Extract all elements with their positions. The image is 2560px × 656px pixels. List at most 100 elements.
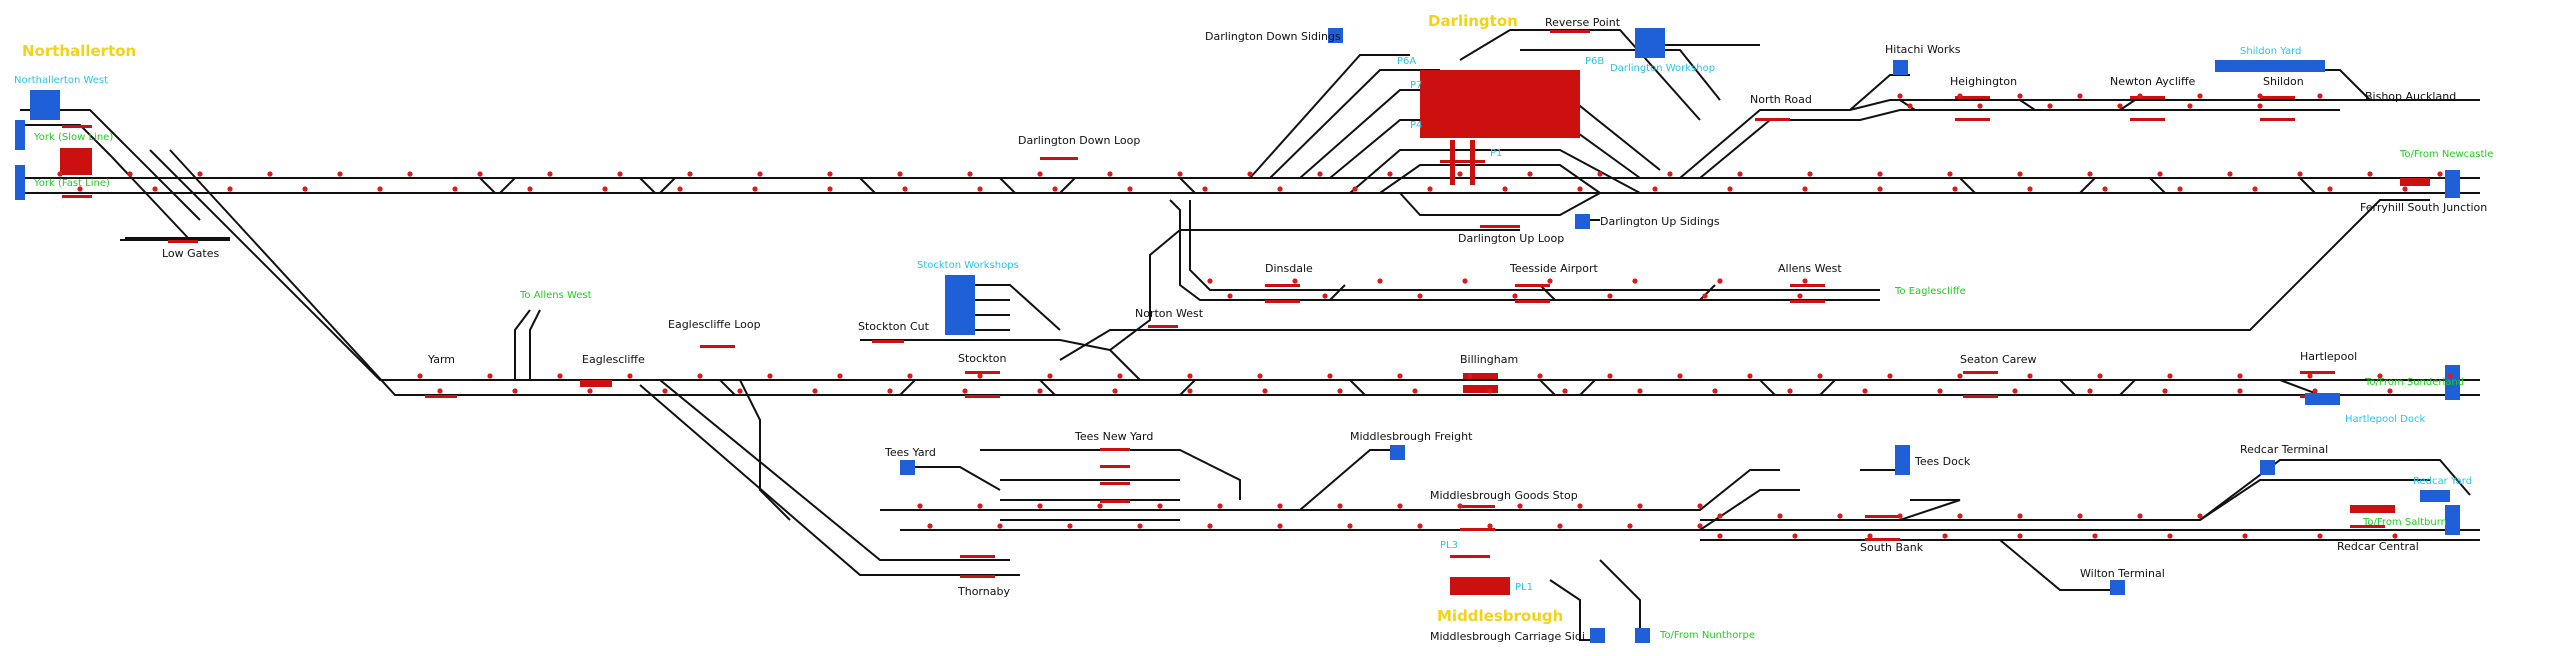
signal-icon[interactable] [2437,171,2443,177]
signal-icon[interactable] [1327,373,1333,379]
signal-icon[interactable] [602,186,608,192]
signal-icon[interactable] [1427,186,1433,192]
signal-icon[interactable] [977,186,983,192]
signal-icon[interactable] [2157,171,2163,177]
signal-icon[interactable] [267,171,273,177]
signal-icon[interactable] [77,186,83,192]
signal-icon[interactable] [2367,171,2373,177]
station-north-road[interactable]: North Road [1750,93,1812,106]
signal-icon[interactable] [2097,373,2103,379]
signal-icon[interactable] [2017,93,2023,99]
signal-icon[interactable] [1957,373,1963,379]
signal-icon[interactable] [827,186,833,192]
signal-icon[interactable] [1377,278,1383,284]
station-middlesbrough-freight[interactable]: Middlesbrough Freight [1350,430,1473,443]
station-redcar-terminal[interactable]: Redcar Terminal [2240,443,2329,456]
signal-icon[interactable] [662,388,668,394]
signal-icon[interactable] [2117,103,2123,109]
signal-icon[interactable] [2307,373,2313,379]
signal-icon[interactable] [827,171,833,177]
signal-icon[interactable] [2137,513,2143,519]
signal-icon[interactable] [1637,388,1643,394]
signal-icon[interactable] [2162,388,2168,394]
signal-icon[interactable] [767,373,773,379]
signal-icon[interactable] [1637,503,1643,509]
signal-icon[interactable] [547,171,553,177]
signal-icon[interactable] [1417,293,1423,299]
signal-icon[interactable] [152,186,158,192]
signal-icon[interactable] [1202,186,1208,192]
signal-icon[interactable] [1217,503,1223,509]
signal-icon[interactable] [977,373,983,379]
signal-icon[interactable] [477,171,483,177]
signal-icon[interactable] [2177,186,2183,192]
station-darlington-down-sidings[interactable]: Darlington Down Sidings [1205,30,1341,43]
signal-icon[interactable] [1942,533,1948,539]
station-eaglescliffe[interactable]: Eaglescliffe [582,353,645,366]
signal-icon[interactable] [627,373,633,379]
station-tees-new-yard[interactable]: Tees New Yard [1075,430,1154,443]
signal-icon[interactable] [1897,513,1903,519]
signal-icon[interactable] [927,523,933,529]
signal-icon[interactable] [1322,293,1328,299]
signal-icon[interactable] [2242,533,2248,539]
station-darlington-up-sidings[interactable]: Darlington Up Sidings [1600,215,1720,228]
signal-icon[interactable] [1157,503,1163,509]
signal-icon[interactable] [1262,388,1268,394]
signal-icon[interactable] [1667,171,1673,177]
signal-icon[interactable] [2257,103,2263,109]
signal-icon[interactable] [1337,503,1343,509]
signal-icon[interactable] [2087,388,2093,394]
signal-icon[interactable] [2392,533,2398,539]
station-seaton-carew[interactable]: Seaton Carew [1960,353,2037,366]
signal-icon[interactable] [2377,373,2383,379]
station-darlington-down-loop[interactable]: Darlington Down Loop [1018,134,1141,147]
signal-icon[interactable] [1802,278,1808,284]
signal-icon[interactable] [337,171,343,177]
signal-icon[interactable] [1937,388,1943,394]
signal-icon[interactable] [757,171,763,177]
station-stockton[interactable]: Stockton [958,352,1007,365]
signal-icon[interactable] [1977,103,1983,109]
signal-icon[interactable] [1697,523,1703,529]
signal-icon[interactable] [302,186,308,192]
signal-icon[interactable] [967,171,973,177]
signal-icon[interactable] [127,171,133,177]
station-reverse-point[interactable]: Reverse Point [1545,16,1621,29]
signal-icon[interactable] [2092,533,2098,539]
signal-icon[interactable] [837,373,843,379]
signal-icon[interactable] [902,186,908,192]
station-tees-yard[interactable]: Tees Yard [885,446,936,459]
signal-icon[interactable] [407,171,413,177]
signal-icon[interactable] [997,523,1003,529]
signal-icon[interactable] [1577,503,1583,509]
signal-icon[interactable] [1607,373,1613,379]
signal-icon[interactable] [1727,186,1733,192]
station-ferryhill[interactable]: Ferryhill South Junction [2360,201,2488,214]
signal-icon[interactable] [587,388,593,394]
signal-icon[interactable] [2237,388,2243,394]
signal-icon[interactable] [897,171,903,177]
signal-icon[interactable] [417,373,423,379]
signal-icon[interactable] [1037,503,1043,509]
signal-icon[interactable] [812,388,818,394]
station-stockton-cut[interactable]: Stockton Cut [858,320,929,333]
signal-icon[interactable] [1787,388,1793,394]
station-hartlepool[interactable]: Hartlepool [2300,350,2358,363]
signal-icon[interactable] [1877,186,1883,192]
signal-icon[interactable] [2012,388,2018,394]
signal-icon[interactable] [1352,186,1358,192]
signal-icon[interactable] [557,373,563,379]
signal-icon[interactable] [737,388,743,394]
signal-icon[interactable] [1807,171,1813,177]
signal-icon[interactable] [1867,533,1873,539]
signal-icon[interactable] [2297,171,2303,177]
station-dinsdale[interactable]: Dinsdale [1265,262,1313,275]
signal-icon[interactable] [1387,171,1393,177]
station-norton-west[interactable]: Norton West [1135,307,1204,320]
signal-icon[interactable] [1562,388,1568,394]
signal-icon[interactable] [487,373,493,379]
signal-icon[interactable] [1277,523,1283,529]
signal-icon[interactable] [452,186,458,192]
signal-icon[interactable] [1347,523,1353,529]
